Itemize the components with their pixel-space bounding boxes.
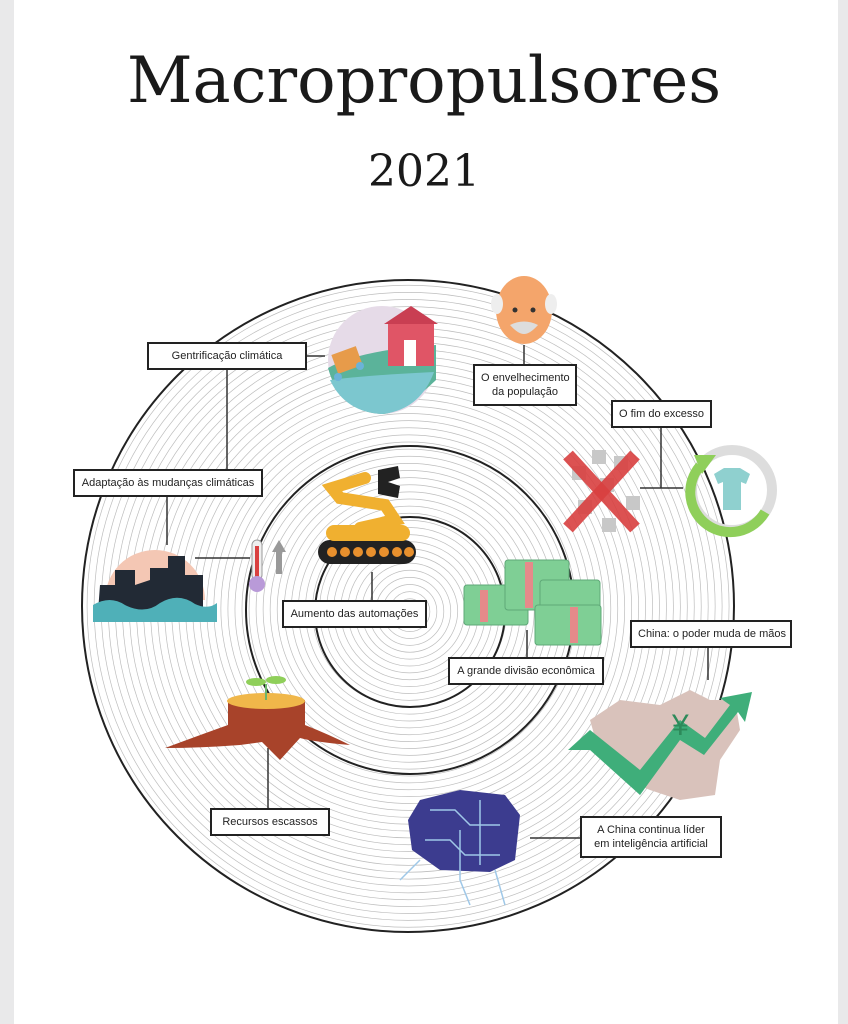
- label-china-ai-line1: A China continua líder: [597, 824, 705, 836]
- outer-ring: [81, 279, 735, 933]
- clothes-crossed-icon: [563, 450, 640, 533]
- yuan-symbol: ¥: [671, 709, 689, 742]
- tree-stump-icon: [165, 676, 350, 760]
- ai-brain-chip-icon: [399, 790, 520, 906]
- label-china-ai-line2: em inteligência artificial: [594, 838, 708, 850]
- robot-arm-icon: [318, 466, 416, 564]
- label-china-power: China: o poder muda de mãos: [630, 620, 792, 648]
- recycle-shirt-icon: [685, 445, 777, 538]
- label-aging-population: O envelhecimento da população: [473, 364, 577, 406]
- thin-ring: [86, 284, 730, 928]
- page-year: 2021: [368, 146, 480, 197]
- label-scarce-resources: Recursos escassos: [210, 808, 330, 836]
- money-stacks-icon: [463, 559, 602, 646]
- label-aging-line1: O envelhecimento: [481, 372, 570, 384]
- label-automation: Aumento das automações: [282, 600, 427, 628]
- label-end-of-excess: O fim do excesso: [611, 400, 712, 428]
- label-gentrification: Gentrificação climática: [147, 342, 307, 370]
- thermometer-icon: [249, 539, 286, 592]
- label-climate-adaptation: Adaptação às mudanças climáticas: [73, 469, 263, 497]
- label-china-ai: A China continua líder em inteligência a…: [580, 816, 722, 858]
- gentrification-icon: [328, 306, 438, 414]
- connector-lines: [166, 345, 709, 839]
- label-economic-divide: A grande divisão econômica: [448, 657, 604, 685]
- page-title: Macropropulsores: [126, 44, 722, 118]
- elderly-person-icon: [491, 276, 557, 344]
- china-rising-icon: ¥: [568, 690, 752, 800]
- label-aging-line2: da população: [491, 386, 559, 398]
- flooded-city-icon: [93, 550, 217, 622]
